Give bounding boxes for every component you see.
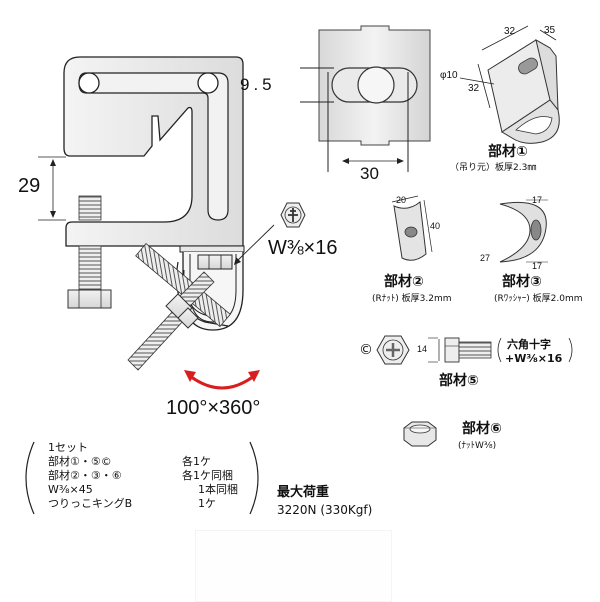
set-list-row: 1本同梱 bbox=[198, 484, 238, 495]
set-list-row: 各1ケ同梱 bbox=[182, 470, 233, 481]
set-item: W⅜×45 bbox=[48, 483, 93, 496]
part5-title: 部材⑤ bbox=[439, 373, 479, 389]
part5-desc-line1: 六角十字 bbox=[507, 338, 551, 351]
part1-dim-width: 32 bbox=[504, 26, 516, 37]
set-list-row: 1セット bbox=[48, 442, 88, 453]
set-qty: 1ケ bbox=[198, 497, 216, 510]
set-list-row: 各1ケ bbox=[182, 456, 211, 467]
set-contents-list: 1セット 部材①・⑤© 各1ケ 部材②・③・⑥ 各1ケ同梱 W⅜×45 1本同梱… bbox=[22, 438, 272, 518]
part3-title: 部材③ bbox=[502, 274, 542, 290]
dimension-slot-width: 30 bbox=[360, 164, 379, 183]
part3-subtitle: (Rﾜｯｼｬｰ) 板厚2.0mm bbox=[494, 294, 583, 304]
max-load-value: 3220N (330Kgf) bbox=[277, 503, 373, 517]
blank-panel bbox=[195, 530, 392, 602]
top-view-diagram: 9.5 30 bbox=[240, 20, 450, 190]
part3-dim-top: 17 bbox=[532, 195, 543, 205]
max-load-label: 最大荷重 bbox=[277, 485, 330, 500]
part1-subtitle: （吊り元）板厚2.3㎜ bbox=[450, 163, 537, 173]
set-item: 部材②・③・⑥ bbox=[48, 469, 122, 482]
part2-dim-width: 20 bbox=[396, 195, 407, 205]
rotation-angle-label: 100°×360° bbox=[166, 397, 261, 419]
set-item: 部材①・⑤© bbox=[48, 455, 112, 468]
set-list-row: つりっこキングB bbox=[48, 498, 132, 509]
screw-label: W⅜×16 bbox=[268, 237, 338, 259]
part6-title: 部材⑥ bbox=[462, 421, 502, 437]
part1-dim-hole: φ10 bbox=[440, 70, 458, 81]
set-list-row: W⅜×45 bbox=[48, 484, 93, 495]
main-clamp-diagram: 29 W⅜×16 100°×360° bbox=[0, 0, 340, 420]
part6-subtitle: (ﾅｯﾄW⅜) bbox=[458, 441, 497, 451]
part-1: 32 35 φ10 32 部材① （吊り元）板厚2.3㎜ bbox=[440, 20, 600, 180]
part5-dim-head: 14 bbox=[417, 344, 428, 354]
part5-desc-line2: +W⅜×16 bbox=[505, 352, 563, 365]
part2-subtitle: (Rﾅｯﾄ) 板厚3.2mm bbox=[372, 294, 452, 304]
part3-dim-bottom: 17 bbox=[532, 261, 543, 271]
set-qty: 各1ケ bbox=[182, 455, 211, 468]
part1-dim-depth: 35 bbox=[544, 25, 556, 36]
set-list-row: 部材②・③・⑥ bbox=[48, 470, 122, 481]
part1-title: 部材① bbox=[488, 144, 528, 160]
part1-dim-height: 32 bbox=[468, 83, 480, 94]
dimension-slot-height: 9.5 bbox=[240, 75, 276, 94]
part-2: 20 40 部材② (Rﾅｯﾄ) 板厚3.2mm bbox=[370, 190, 470, 310]
part2-dim-length: 40 bbox=[430, 221, 441, 231]
set-item: 1セット bbox=[48, 441, 88, 454]
copyright-c-marker: © bbox=[359, 342, 373, 358]
part3-dim-thick: 27 bbox=[480, 253, 491, 263]
set-list-row: 部材①・⑤© bbox=[48, 456, 112, 467]
part-5: © 14 六角十字 +W⅜×16 部材⑤ bbox=[355, 330, 600, 390]
clamp-drawing bbox=[38, 56, 306, 390]
part2-title: 部材② bbox=[384, 274, 424, 290]
set-list-row: 1ケ bbox=[198, 498, 216, 509]
part-3: 17 27 17 部材③ (Rﾜｯｼｬｰ) 板厚2.0mm bbox=[470, 190, 600, 310]
part-6: 部材⑥ (ﾅｯﾄW⅜) bbox=[400, 420, 600, 460]
set-qty: 各1ケ同梱 bbox=[182, 469, 233, 482]
set-item: つりっこキングB bbox=[48, 497, 133, 510]
set-qty: 1本同梱 bbox=[198, 483, 238, 496]
dimension-gap-29: 29 bbox=[18, 175, 41, 197]
